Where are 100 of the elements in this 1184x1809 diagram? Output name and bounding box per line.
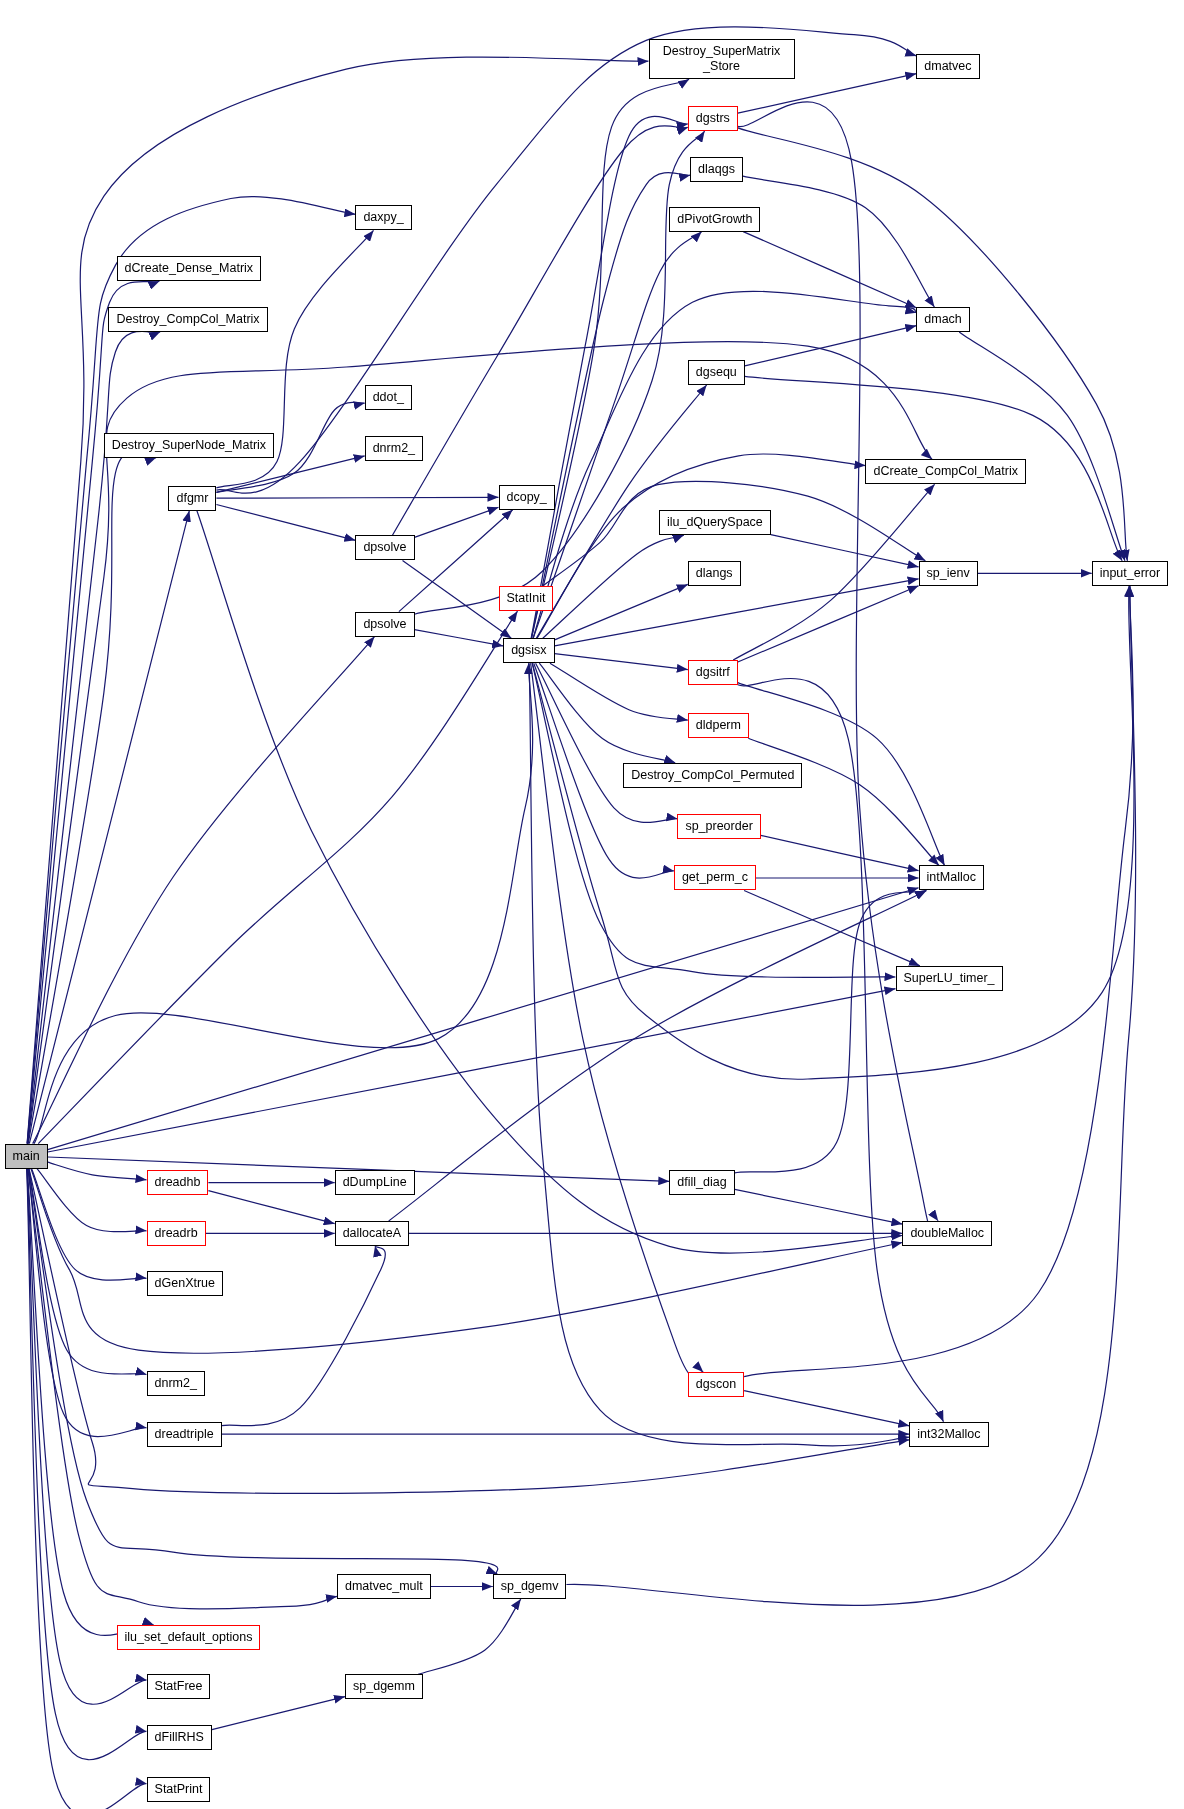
call-arrow <box>737 682 946 867</box>
call-arrow <box>531 585 1135 1080</box>
function-box: dgsequ <box>687 360 745 386</box>
call-arrow <box>47 886 920 1151</box>
function-box: dmatvec <box>916 54 980 80</box>
function-box: Destroy_CompCol_Matrix <box>108 306 268 332</box>
call-arrow <box>215 492 500 502</box>
call-arrow <box>554 653 689 673</box>
call-arrow <box>28 1168 910 1494</box>
function-box: daxpy_ <box>355 205 412 231</box>
call-arrow <box>221 1429 910 1439</box>
call-arrow <box>743 1390 910 1428</box>
function-box: dldperm <box>687 713 749 739</box>
function-box: dDumpLine <box>334 1170 415 1196</box>
function-box: dreadtriple <box>146 1421 222 1447</box>
call-arrow <box>743 889 921 967</box>
call-arrow <box>408 1229 903 1238</box>
function-box: dcopy_ <box>498 484 555 510</box>
call-arrow <box>207 1190 336 1226</box>
function-box: dgstrs <box>687 106 738 132</box>
call-arrow <box>388 889 928 1222</box>
call-arrow <box>770 534 920 569</box>
call-arrow <box>737 127 1131 562</box>
call-arrow <box>760 834 920 873</box>
call-arrow <box>542 534 685 639</box>
function-box: sp_ienv <box>918 560 978 586</box>
call-arrow <box>32 636 376 1145</box>
function-box: doubleMalloc <box>902 1220 993 1246</box>
function-box: dgsisx <box>503 638 555 664</box>
call-arrow <box>535 384 708 639</box>
call-arrow <box>36 1168 148 1235</box>
function-box: dgsitrf <box>687 660 738 686</box>
function-box: sp_preorder <box>677 813 761 839</box>
function-box: ddot_ <box>364 385 412 411</box>
function-box: dnrm2_ <box>146 1370 205 1396</box>
call-arrow <box>742 175 935 308</box>
call-arrow <box>391 124 689 537</box>
function-box: StatPrint <box>146 1777 211 1803</box>
call-arrow <box>30 1168 903 1354</box>
call-arrow <box>744 375 1123 562</box>
function-box: Destroy_SuperNode_Matrix <box>103 432 275 458</box>
function-box: dreadhb <box>146 1170 209 1196</box>
function-box: dlaqgs <box>690 156 743 182</box>
call-arrow <box>742 231 917 309</box>
function-box: int32Malloc <box>909 1421 989 1447</box>
function-box: StatInit <box>498 586 554 612</box>
call-arrow <box>205 1229 336 1238</box>
call-arrow <box>47 1161 148 1184</box>
call-arrow <box>528 662 910 1447</box>
call-arrow <box>215 454 366 493</box>
call-arrow <box>196 510 903 1254</box>
call-arrow <box>549 662 689 724</box>
function-box: ilu_set_default_options <box>116 1624 261 1650</box>
call-arrow <box>535 662 678 823</box>
call-arrow <box>28 510 191 1145</box>
call-arrow <box>532 231 703 639</box>
function-box: get_perm_c <box>673 865 756 891</box>
call-arrow <box>413 506 500 538</box>
call-arrow <box>755 873 920 883</box>
call-arrow <box>215 229 375 489</box>
function-box: dGenXtrue <box>146 1270 223 1296</box>
call-arrow <box>47 1156 670 1186</box>
function-box: dgscon <box>687 1372 745 1398</box>
function-box: dCreate_CompCol_Matrix <box>865 459 1026 485</box>
call-arrow <box>413 130 706 615</box>
call-arrow <box>538 662 676 764</box>
call-arrow <box>430 1582 494 1591</box>
call-arrow <box>554 576 920 647</box>
call-arrow <box>747 737 940 867</box>
function-box: dpsolve <box>355 611 415 637</box>
call-arrow <box>734 889 927 1174</box>
function-box: dallocateA <box>334 1220 410 1246</box>
function-box: ilu_dQuerySpace <box>658 510 771 536</box>
function-box: dfill_diag <box>669 1170 735 1196</box>
function-box: dmatvec_mult <box>336 1574 431 1600</box>
call-arrow <box>737 677 945 1423</box>
function-box: dpsolve <box>355 535 415 561</box>
function-box: main <box>4 1143 48 1169</box>
function-box: Destroy_CompCol_Permuted <box>623 762 803 788</box>
call-arrow <box>413 629 504 649</box>
call-arrow <box>26 56 650 1145</box>
function-box: intMalloc <box>918 865 984 891</box>
call-arrow <box>732 483 936 661</box>
call-arrow <box>221 1245 386 1427</box>
call-arrow <box>554 583 689 641</box>
function-box: sp_dgemm <box>345 1674 423 1700</box>
call-arrow <box>215 503 356 542</box>
call-arrow <box>536 453 867 639</box>
call-arrow <box>734 1188 903 1227</box>
call-arrow <box>47 986 897 1153</box>
call-arrow <box>215 26 917 494</box>
call-arrow <box>207 1178 336 1187</box>
function-box: Destroy_SuperMatrix _Store <box>648 39 795 80</box>
function-box: dnrm2_ <box>364 436 424 462</box>
call-arrow <box>532 290 917 639</box>
function-box: sp_dgemv <box>492 1574 567 1600</box>
function-box: dmach <box>916 306 970 332</box>
function-box: dPivotGrowth <box>669 206 761 232</box>
function-box: SuperLU_timer_ <box>895 965 1003 991</box>
call-arrow <box>533 662 675 879</box>
